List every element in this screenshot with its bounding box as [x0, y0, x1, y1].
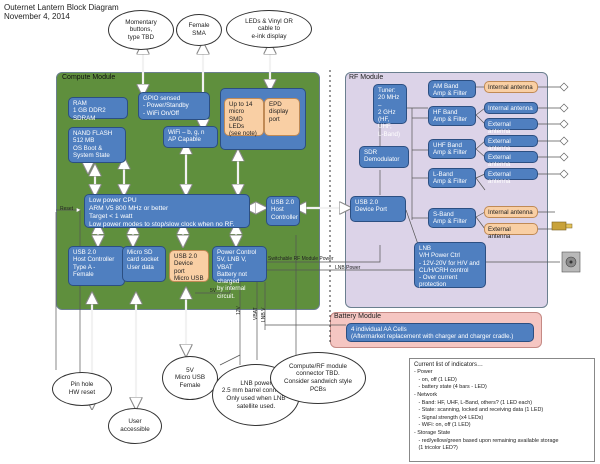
user-accessible-callout: User accessible — [108, 408, 162, 444]
reset-callout: Pin hole HW reset — [52, 372, 112, 406]
indicator-line: - red/yellow/green based upon remaining … — [414, 437, 559, 444]
antenna-hf-external: External antenna — [484, 118, 538, 135]
antenna-sband-external: External antenna — [484, 223, 538, 240]
antenna-uhf-external-2: External antenna — [484, 151, 538, 168]
usb-host-controller-block: USB 2.0 Host Controller — [266, 196, 300, 226]
usb-device-port-block: USB 2.0 Device port Micro USB — [169, 250, 209, 282]
am-band-block: AM Band Amp & Filter — [428, 80, 476, 98]
antenna-sband-internal: Internal antenna — [484, 206, 538, 218]
diagram-date: November 4, 2014 — [4, 12, 70, 21]
tuner-block: Tuner: 20 MHz – 2 GHz (HF, UHF, L-Band) — [373, 84, 407, 138]
ram-block: RAM 1 GB DDR2 SDRAM — [68, 97, 128, 122]
usb-device-port-rf-block: USB 2.0 Device Port — [350, 196, 406, 222]
micro-usb-callout: 5V Micro USB Female — [162, 356, 218, 400]
indicator-line: - Storage State — [414, 430, 451, 437]
connector-callout: Compute/RF module connector TBD. Conside… — [270, 352, 366, 404]
battery-module-title: Battery Module — [334, 313, 382, 320]
switchable-rf-power-label: Switchable RF Module Power — [268, 256, 334, 262]
indicator-line: - on, off (1 LED) — [414, 376, 457, 383]
reset-label: Reset — [60, 206, 74, 212]
antenna-hf-internal: Internal antenna — [484, 102, 538, 114]
hf-band-block: HF Band Amp & Filter — [428, 106, 476, 126]
vbat-label: VBAT — [253, 307, 259, 320]
indicator-line: - Network — [414, 392, 438, 399]
indicator-line: - WiFi: on, off (1 LED) — [414, 422, 471, 429]
nand-flash-block: NAND FLASH 512 MB OS Boot & System State — [68, 127, 126, 163]
compute-module-title: Compute Module — [62, 74, 116, 81]
micro-sd-block: Micro SD card socket User data — [122, 246, 166, 282]
wifi-block: WiFi – b, g, n AP Capable — [163, 126, 218, 148]
uhf-band-block: UHF Band Amp & Filter — [428, 139, 476, 159]
indicator-line: - Signal strength (x4 LEDs) — [414, 414, 484, 421]
cpu-block: Low power CPU ARM V5 800 MHz or better T… — [84, 194, 250, 228]
epd-display-block: EPD display port — [264, 98, 300, 136]
sdr-demodulator-block: SDR Demodulator — [359, 146, 409, 168]
12v-label: 12V — [236, 306, 242, 315]
battery-cells-block: 4 individual AA Cells (Aftermarket repla… — [346, 323, 534, 342]
indicator-line: - State: scanning, locked and receiving … — [414, 407, 544, 414]
l-band-block: L-Band Amp & Filter — [428, 168, 476, 188]
sma-connector-icon — [551, 221, 573, 231]
buttons-callout: Momentary buttons, type TBD — [108, 10, 174, 50]
display-callout: LEDs & Vinyl OR cable to e-ink display — [226, 10, 312, 48]
sma-callout: Female SMA — [176, 14, 222, 46]
antenna-uhf-external: External antenna — [484, 135, 538, 152]
lnb-power-label: LNB Power — [335, 265, 361, 271]
antenna-am-internal: Internal antenna — [484, 81, 538, 93]
diagram-title: Outernet Lantern Block Diagram — [4, 3, 119, 12]
indicator-line: - Band: HF, UHF, L-Band, others? (1 LED … — [414, 399, 533, 406]
f-connector-icon — [561, 251, 581, 273]
smd-leds-block: Up to 14 micro SMD LEDs (see note) — [224, 98, 264, 137]
antenna-lband-external: External antenna — [484, 168, 538, 185]
indicator-line: - battery state (4 bars - LED) — [414, 384, 487, 391]
indicator-line: - Power — [414, 369, 433, 376]
rf-module-title: RF Module — [349, 74, 384, 81]
indicators-title: Current list of indicators… — [414, 362, 484, 368]
gpio-block: GPIO sensed - Power/Standby - WiFi On/Of… — [138, 92, 210, 120]
usb-host-type-a-block: USB 2.0 Host Controller Type A - Female — [68, 246, 125, 286]
indicators-note: Current list of indicators… - Power - on… — [409, 358, 595, 462]
5v-label: 5V — [210, 288, 217, 294]
power-control-block: Power Control 5V, LNB V, VBAT Battery no… — [212, 246, 267, 300]
lnb-power-block: LNB V/H Power Ctrl - 12V-20V for H/V and… — [414, 242, 486, 288]
lnb-v-label: LNB V — [261, 307, 267, 322]
indicator-line: (1 tricolor LED?) — [414, 445, 458, 452]
indicators-list: - Power - on, off (1 LED) - battery stat… — [414, 369, 590, 453]
s-band-block: S-Band Amp & Filter — [428, 208, 476, 228]
